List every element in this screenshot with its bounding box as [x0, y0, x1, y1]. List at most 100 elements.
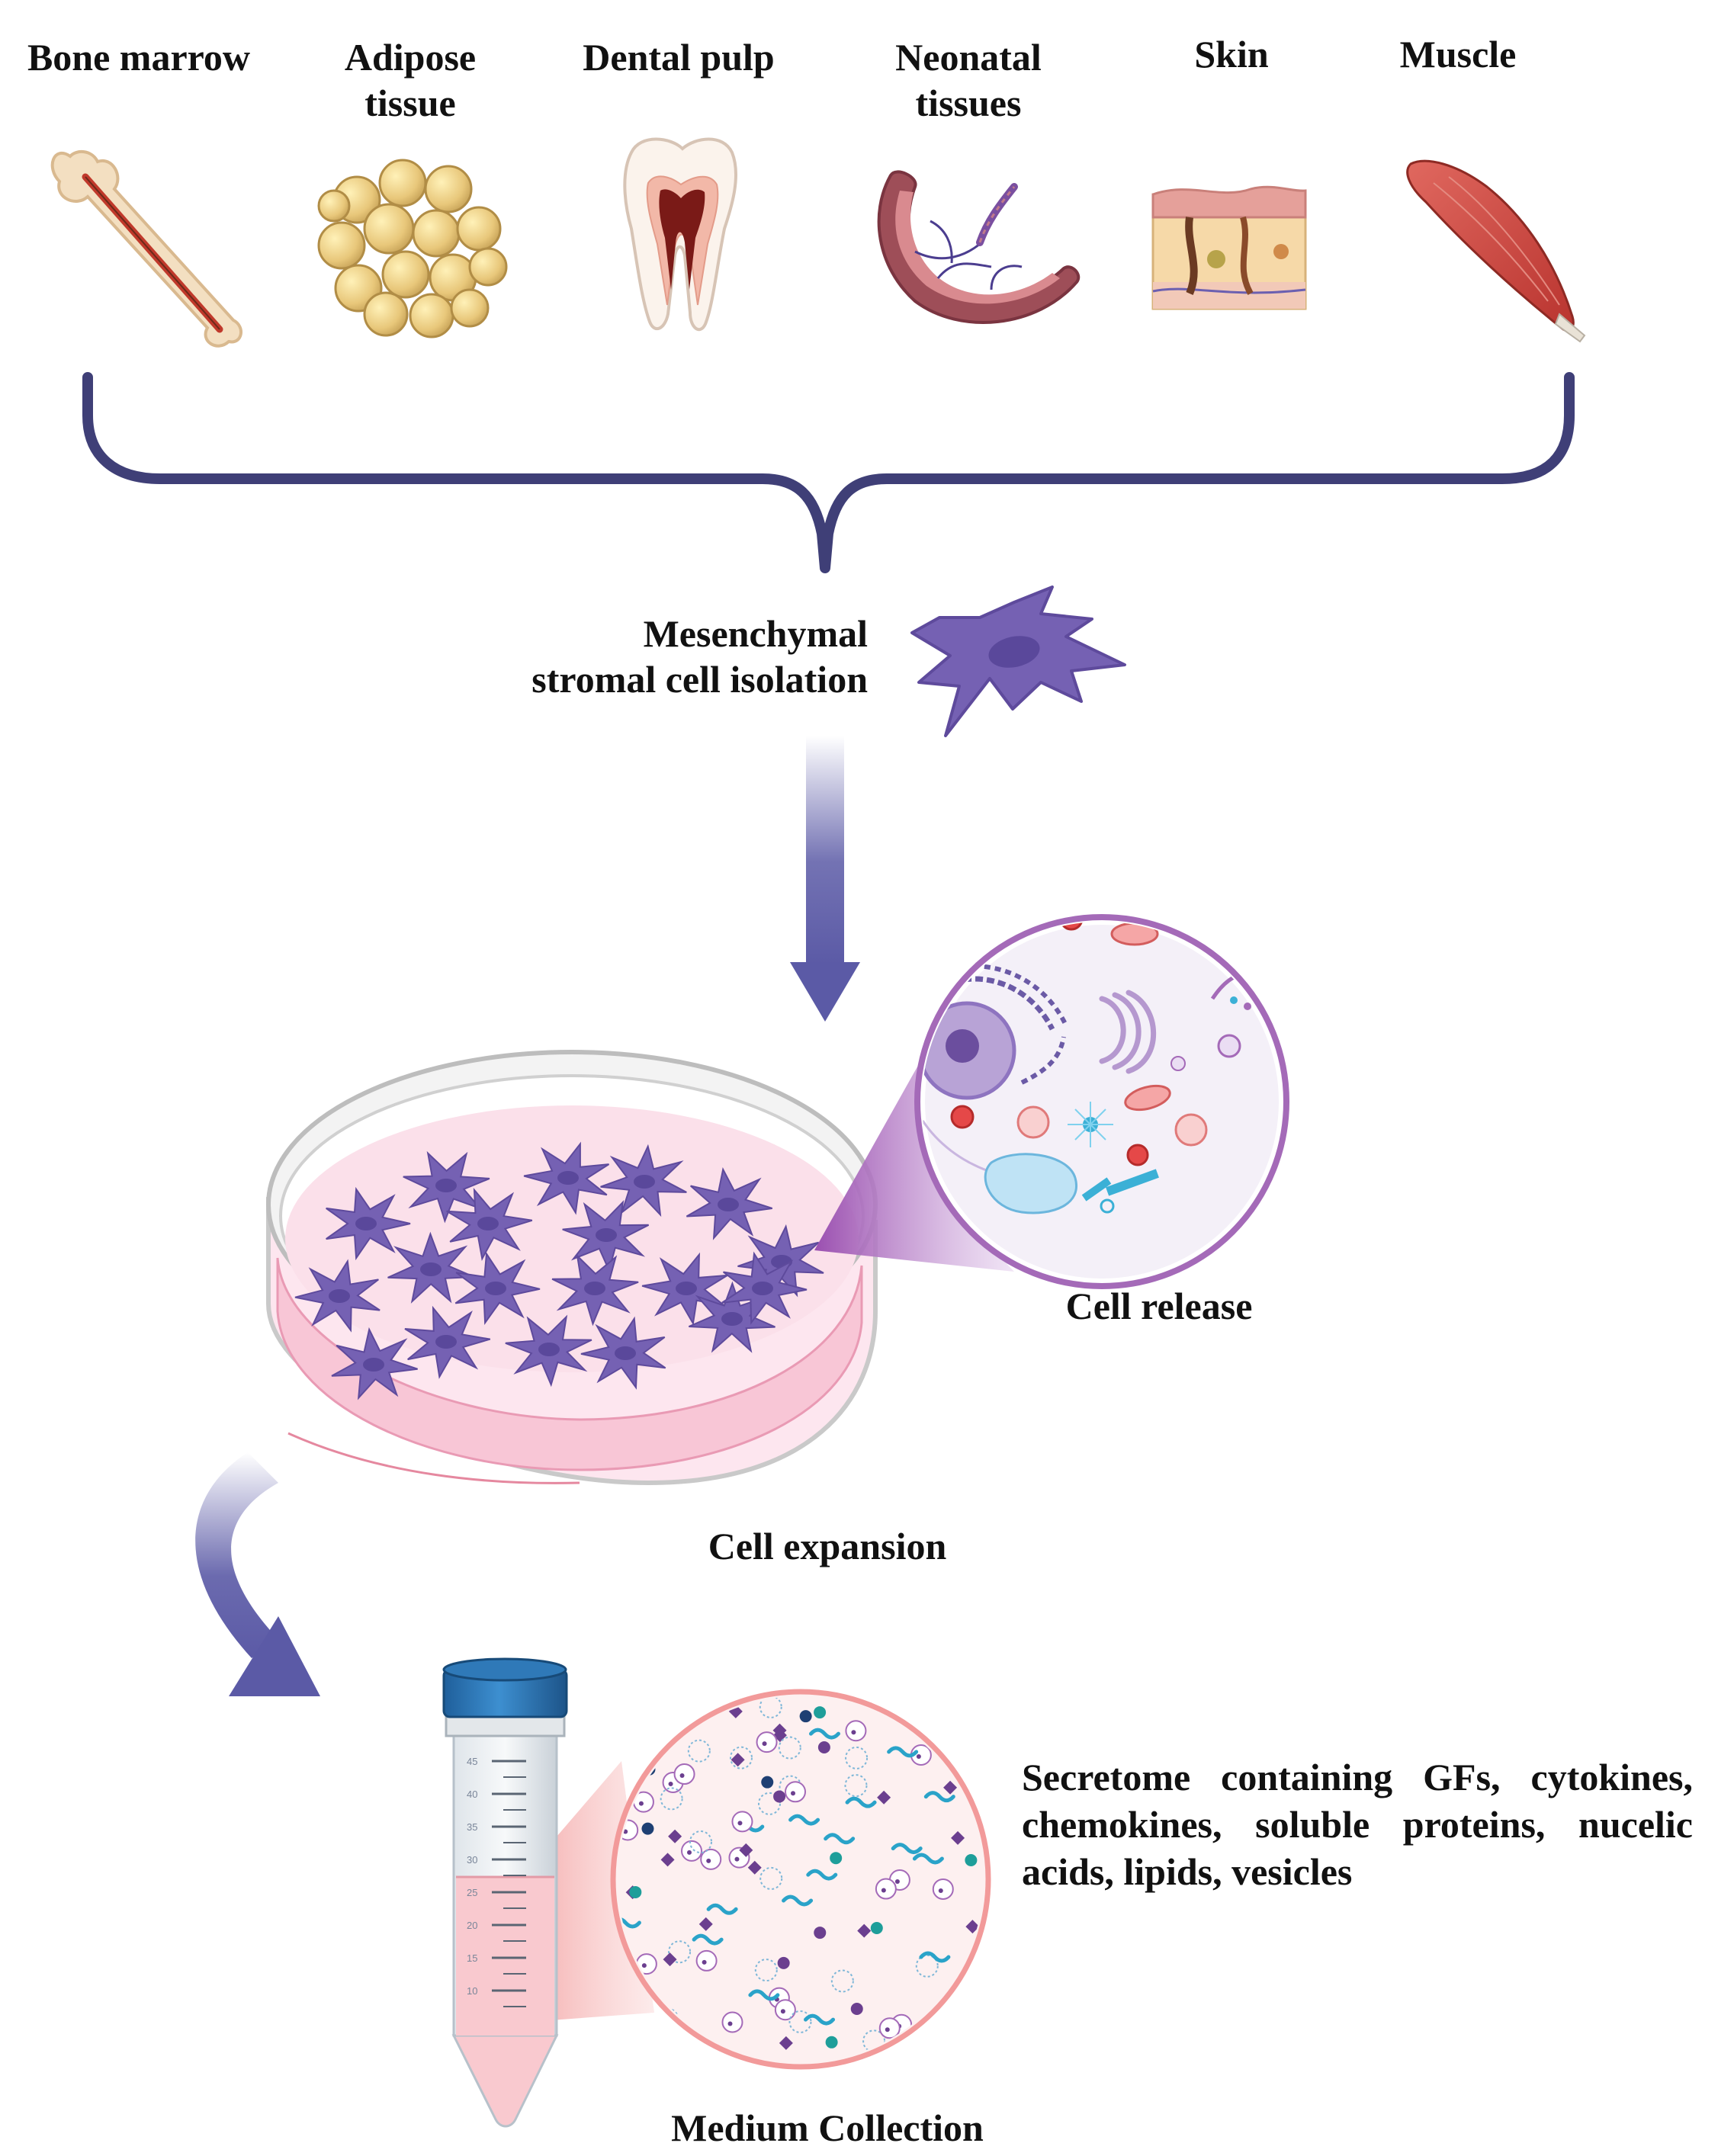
cytokine: [668, 1829, 682, 1843]
nucleic-acid: [804, 2013, 836, 2026]
lipid-particle: [668, 1940, 692, 1964]
cytokine: [951, 1830, 965, 1845]
nucleic-acid: [887, 1746, 919, 1758]
nucleic-acid: [891, 1843, 923, 1855]
protein-dot: [629, 1885, 642, 1898]
cytokine: [747, 1860, 762, 1875]
nucleic-acid: [788, 1814, 820, 1826]
lipid-particle: [757, 1792, 781, 1815]
dish-cell: [331, 1327, 418, 1400]
source-label: tissues: [916, 82, 1022, 124]
cytokine: [663, 1952, 677, 1967]
protein-dot: [850, 2003, 863, 2016]
cytokine: [943, 1780, 958, 1795]
lipid-particle: [759, 1696, 782, 1718]
tube-tick-label: 20: [467, 1920, 477, 1931]
cytokine: [877, 1790, 891, 1805]
cytokine: [965, 1920, 980, 1934]
cytokine: [857, 1923, 872, 1938]
nucleic-acid: [845, 1796, 877, 1808]
vesicle: [756, 1731, 778, 1753]
dish-cell: [562, 1200, 650, 1273]
vesicle-cargo: [881, 1888, 886, 1893]
secretome-description: Secretome containing GFs, cytokines, che…: [1022, 1756, 1693, 1893]
vesicle-cargo: [916, 1753, 921, 1759]
lipid-particle: [754, 1959, 778, 1982]
lipid-particle: [729, 1746, 753, 1769]
vesicle-cargo: [679, 1773, 685, 1779]
vesicle-cargo: [734, 1856, 740, 1862]
lipid-particle: [788, 2010, 812, 2033]
stromal-cell-icon: [910, 586, 1126, 737]
cytokine: [779, 2036, 793, 2050]
dish-cell: [326, 1186, 411, 1261]
dish-cell: [686, 1166, 773, 1240]
isolation-label: Mesenchymal stromal cell isolation: [531, 612, 868, 701]
lipid-particle: [687, 1739, 711, 1763]
lipid-particle: [660, 1787, 683, 1811]
vesicle: [845, 1720, 867, 1742]
vesicle-cargo: [641, 1963, 647, 1968]
nucleic-acid: [912, 1853, 944, 1865]
vesicle-cargo: [702, 1959, 707, 1965]
dish-cell: [294, 1259, 381, 1333]
tube-tick-label: 25: [467, 1887, 477, 1898]
vesicle: [774, 1999, 796, 2021]
source-label: Dental pulp: [583, 36, 774, 79]
vesicle: [721, 2011, 743, 2033]
placenta-icon: [877, 170, 1081, 324]
vesicle-cargo: [706, 1858, 711, 1863]
source-skin: Skin: [1194, 33, 1269, 75]
nucleic-acid: [618, 1917, 641, 1929]
protein-dot: [814, 1706, 827, 1719]
lipid-particle: [830, 1969, 854, 1993]
nucleic-acid: [706, 1903, 738, 1915]
cytokine: [660, 1853, 675, 1867]
source-label: Muscle: [1400, 33, 1517, 75]
source-label: Skin: [1194, 33, 1269, 75]
vesicle-cargo: [894, 1879, 900, 1885]
dish-cell: [403, 1150, 490, 1224]
curved-arrow: [195, 1452, 320, 1696]
tube-tick-label: 40: [467, 1789, 477, 1800]
protein-dot: [870, 1922, 883, 1935]
nucleic-acid: [669, 1711, 701, 1723]
dish-cell: [580, 1316, 666, 1390]
protein-dot: [825, 2036, 838, 2049]
source-muscle: Muscle: [1400, 33, 1517, 75]
lipid-particle: [759, 1866, 783, 1890]
source-adipose-tissue: Adipose tissue: [345, 36, 476, 124]
vesicle-cargo: [623, 1829, 628, 1834]
nucleic-acid: [824, 1833, 856, 1845]
nucleic-acid: [806, 1869, 838, 1881]
vesicle-cargo: [762, 1741, 767, 1747]
dish-cells: [294, 1141, 824, 1400]
source-label: Bone marrow: [27, 36, 250, 79]
cytokine: [919, 2036, 933, 2051]
source-neonatal-tissues: Neonatal tissues: [895, 36, 1042, 124]
dish-cell: [505, 1314, 592, 1388]
lipid-particle: [862, 2029, 886, 2053]
dish-cell: [404, 1305, 491, 1379]
vesicle: [681, 1840, 703, 1862]
vesicle: [700, 1848, 722, 1870]
nucleic-acid: [782, 1895, 814, 1907]
protein-dot: [641, 1822, 654, 1835]
source-dental-pulp: Dental pulp: [583, 36, 774, 79]
protein-dot: [817, 1741, 830, 1753]
down-arrow: [790, 736, 860, 1022]
bone-icon: [50, 150, 242, 348]
vesicle-cargo: [727, 2021, 733, 2026]
vesicle-cargo: [652, 1719, 657, 1724]
tooth-icon: [623, 137, 737, 332]
tube-tick-label: 45: [467, 1756, 477, 1767]
vesicle: [932, 1878, 954, 1900]
cell-release-label: Cell release: [1066, 1285, 1253, 1327]
lipid-particle: [778, 1736, 801, 1760]
nucleic-acid: [808, 1728, 840, 1740]
dish-cell: [523, 1141, 610, 1215]
adipose-icon: [317, 159, 508, 338]
vesicle-cargo: [780, 2009, 785, 2014]
